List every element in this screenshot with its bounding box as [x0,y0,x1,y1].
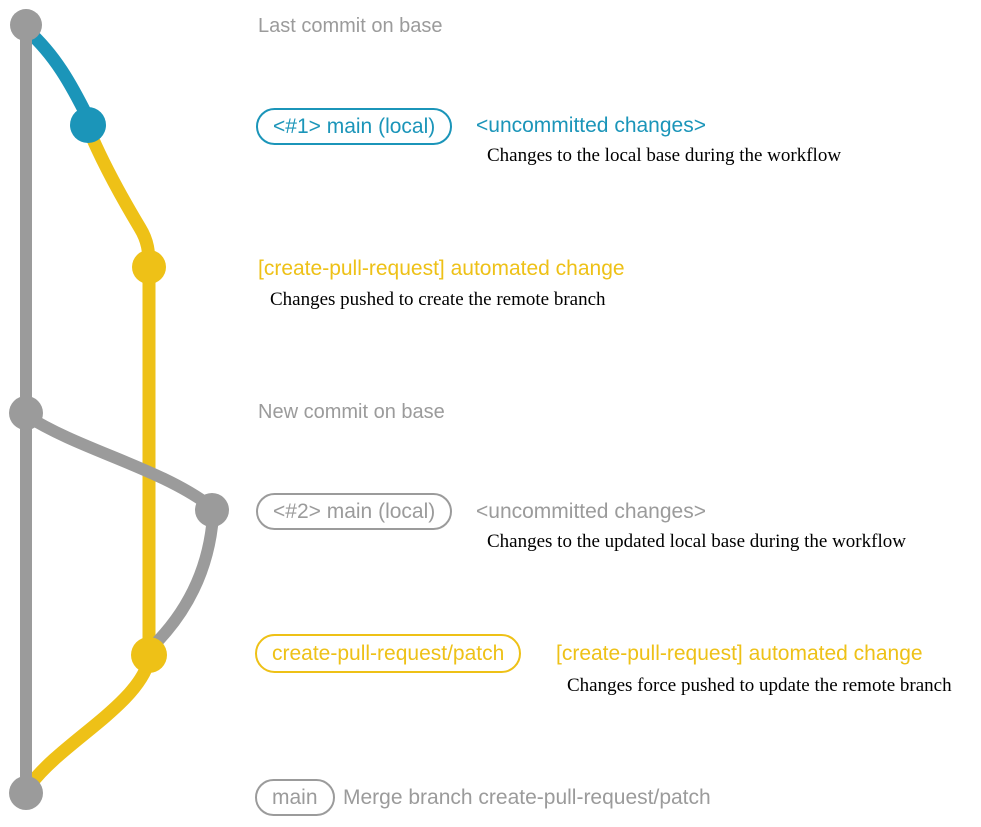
patch-branch-line [23,121,156,792]
commit-description-automated-change-2: Changes force pushed to update the remot… [567,675,952,696]
branch-badge-patch: create-pull-request/patch [255,634,522,674]
commit-heading-merge: Merge branch create-pull-request/patch [343,786,711,809]
commit-heading-uncommitted-2: <uncommitted changes> [476,500,706,523]
commit-dot-patch-2 [131,637,167,673]
local-main-2-branch-out-line [21,410,216,512]
commit-dot-new-base [9,396,43,430]
annotation-last-commit-on-base: Last commit on base [258,15,443,37]
branch-badge-main: main [255,779,335,817]
branch-badge-main-local-2: <#2> main (local) [256,493,453,531]
commit-dot-local-main-2 [195,493,229,527]
commit-dot-merge [9,776,43,810]
commit-description-uncommitted-2: Changes to the updated local base during… [487,531,906,552]
commit-dot-local-main-1 [70,107,106,143]
commit-description-automated-change-1: Changes pushed to create the remote bran… [270,289,606,310]
annotation-new-commit-on-base: New commit on base [258,401,445,423]
commit-description-uncommitted-1: Changes to the local base during the wor… [487,145,842,166]
local-main-1-branch-line [20,23,95,125]
commit-heading-automated-change-2: [create-pull-request] automated change [556,642,923,665]
commit-heading-uncommitted-1: <uncommitted changes> [476,114,706,137]
local-main-2-branch-in-line [145,510,219,654]
commit-heading-automated-change-1: [create-pull-request] automated change [258,257,625,280]
branch-badge-main-local-1: <#1> main (local) [256,108,453,146]
commit-dot-patch-1 [132,250,166,284]
commit-dot-last-base [10,9,42,41]
